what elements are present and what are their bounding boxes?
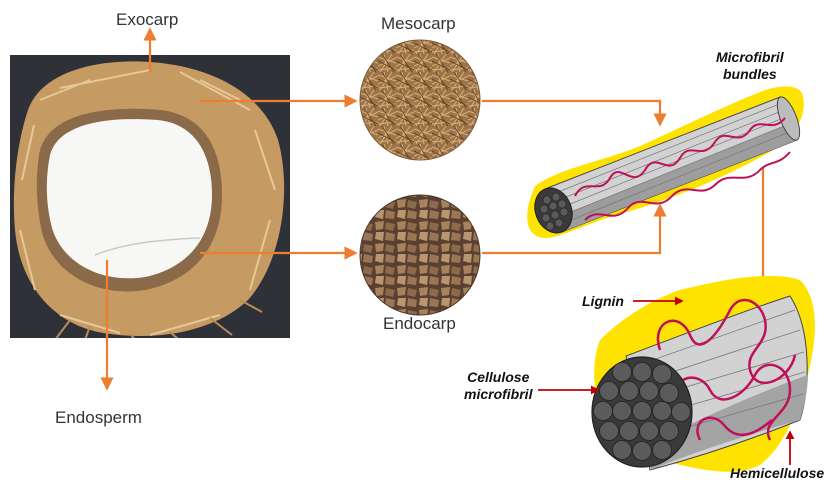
cellulose-microfibril-line-1: Cellulose xyxy=(464,369,532,386)
endosperm-label: Endosperm xyxy=(55,408,142,428)
microfibril-bundles-line-1: Microfibril xyxy=(716,49,784,66)
cellulose-microfibril-line-2: microfibril xyxy=(464,386,532,403)
hemicellulose-label: Hemicellulose xyxy=(730,465,824,482)
microfibril-zoom xyxy=(592,276,815,472)
endocarp-label: Endocarp xyxy=(383,314,456,334)
arrow-mesocarp-to-bundle xyxy=(482,101,660,124)
mesocarp-label: Mesocarp xyxy=(381,14,456,34)
mesocarp-circle xyxy=(360,40,480,160)
coconut-photo xyxy=(10,55,290,345)
bundle-fibril-lines xyxy=(548,103,792,225)
endosperm-meat xyxy=(47,119,212,278)
microfibril-bundles-line-2: bundles xyxy=(716,66,784,83)
cellulose-microfibril-label: Cellulose microfibril xyxy=(464,369,532,403)
endocarp-circle xyxy=(360,195,480,315)
microfibril-bundles-label: Microfibril bundles xyxy=(716,49,784,83)
lignin-label: Lignin xyxy=(582,293,624,310)
exocarp-label: Exocarp xyxy=(116,10,178,30)
